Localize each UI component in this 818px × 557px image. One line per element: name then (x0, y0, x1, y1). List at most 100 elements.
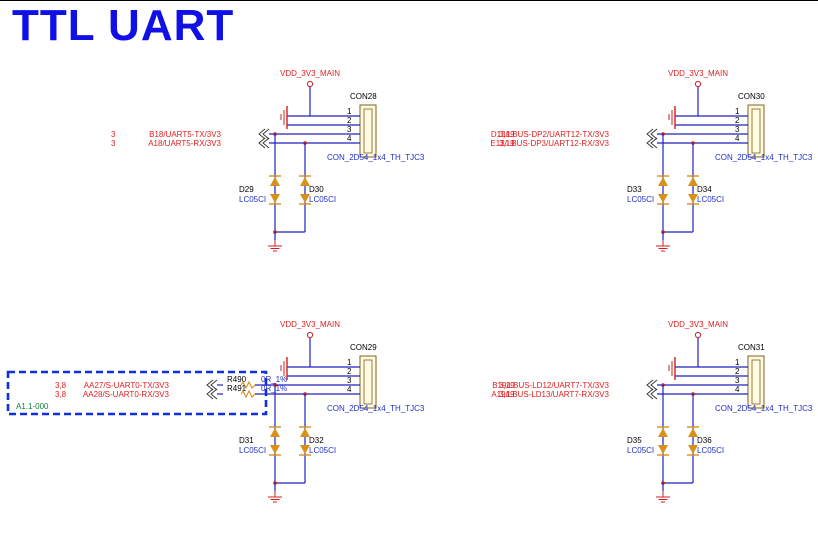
diode-triangle (658, 177, 668, 186)
connector-inner (363, 359, 373, 405)
pin-number: 4 (735, 385, 740, 394)
signal-page-ref: 3,19 (499, 390, 515, 399)
diode-ref: D29 (239, 185, 254, 194)
tvs-diode-icon (687, 175, 699, 205)
signal-net-label: A19/LBUS-LD13/UART7-RX/3V3 (491, 390, 609, 399)
offpage-arrow-icon (646, 379, 654, 391)
connector-ref: CON28 (350, 92, 377, 101)
offpage-arrow-icon (650, 137, 658, 149)
pin-number: 3 (735, 125, 740, 134)
page-title: TTL UART (12, 1, 235, 50)
diode-ref: D32 (309, 436, 324, 445)
resistor-value: 0R_1% (261, 384, 287, 393)
signal-net-label: AA28/S-UART0-RX/3V3 (83, 390, 170, 399)
diode-triangle (300, 445, 310, 454)
offpage-arrow-icon (650, 379, 658, 391)
tvs-diode-icon (269, 175, 281, 205)
connector-ref: CON31 (738, 343, 765, 352)
resistor-ref: R490 (227, 375, 247, 384)
diode-value: LC05CI (309, 195, 336, 204)
pin-number: 4 (347, 134, 352, 143)
power-net-label: VDD_3V3_MAIN (280, 69, 340, 78)
tvs-diode-icon (687, 426, 699, 456)
diode-ref: D31 (239, 436, 254, 445)
pin-number: 2 (347, 367, 352, 376)
connector-ref: CON29 (350, 343, 377, 352)
diode-ref: D30 (309, 185, 324, 194)
signal-net-label: D13/LBUS-DP2/UART12-TX/3V3 (491, 130, 610, 139)
offpage-arrow-icon (650, 388, 658, 400)
signal-net-label: B19/LBUS-LD12/UART7-TX/3V3 (492, 381, 609, 390)
connector-inner (751, 108, 761, 154)
diode-value: LC05CI (627, 446, 654, 455)
signal-page-ref: 3 (111, 139, 116, 148)
connector-inner (751, 359, 761, 405)
pin-number: 1 (347, 107, 352, 116)
signal-net-label: A18/UART5-RX/3V3 (148, 139, 221, 148)
resistor-icon (240, 380, 256, 390)
signal-net-label: E13/LBUS-DP3/UART12-RX/3V3 (490, 139, 609, 148)
diode-triangle (658, 428, 668, 437)
power-net-label: VDD_3V3_MAIN (668, 69, 728, 78)
power-symbol-icon (694, 80, 702, 88)
power-net-label: VDD_3V3_MAIN (668, 320, 728, 329)
tvs-diode-icon (269, 426, 281, 456)
diode-triangle (688, 177, 698, 186)
offpage-arrow-icon (210, 388, 218, 400)
connector-footprint: CON_2D54_1x4_TH_TJC3 (715, 404, 813, 413)
resistor-icon (240, 389, 256, 399)
pin-number: 1 (735, 358, 740, 367)
connector-inner (363, 108, 373, 154)
diode-value: LC05CI (309, 446, 336, 455)
pin-number: 3 (347, 376, 352, 385)
signal-net-label: AA27/S-UART0-TX/3V3 (84, 381, 170, 390)
connector-footprint: CON_2D54_1x4_TH_TJC3 (715, 153, 813, 162)
diode-ref: D33 (627, 185, 642, 194)
offpage-arrow-icon (210, 379, 218, 391)
diode-triangle (270, 445, 280, 454)
diode-triangle (270, 177, 280, 186)
offpage-arrow-icon (206, 379, 214, 391)
power-symbol-icon (306, 80, 314, 88)
diode-ref: D34 (697, 185, 712, 194)
pin-number: 2 (735, 367, 740, 376)
pin-number: 2 (347, 116, 352, 125)
diode-triangle (658, 445, 668, 454)
diode-value: LC05CI (697, 195, 724, 204)
pin-number: 3 (735, 376, 740, 385)
signal-net-label: B18/UART5-TX/3V3 (149, 130, 221, 139)
signal-page-ref: 3,19 (499, 139, 515, 148)
diode-ref: D35 (627, 436, 642, 445)
diode-triangle (300, 428, 310, 437)
tvs-diode-icon (657, 175, 669, 205)
offpage-arrow-icon (206, 388, 214, 400)
connector-body (747, 104, 765, 158)
connector-ref: CON30 (738, 92, 765, 101)
diode-triangle (658, 194, 668, 203)
diode-triangle (688, 428, 698, 437)
diode-triangle (270, 428, 280, 437)
diode-triangle (300, 194, 310, 203)
resistor-value: 0R_1% (261, 375, 287, 384)
top-border-line (0, 0, 818, 1)
signal-page-ref: 3,8 (55, 381, 67, 390)
tvs-diode-icon (299, 175, 311, 205)
resistor-ref: R491 (227, 384, 247, 393)
pin-number: 4 (347, 385, 352, 394)
diode-triangle (270, 194, 280, 203)
tvs-diode-icon (299, 426, 311, 456)
diode-triangle (300, 177, 310, 186)
signal-page-ref: 3,8 (55, 390, 67, 399)
diode-ref: D36 (697, 436, 712, 445)
diode-value: LC05CI (697, 446, 724, 455)
revision-annotation: A1.1-000 (16, 402, 49, 411)
offpage-arrow-icon (646, 388, 654, 400)
diode-value: LC05CI (627, 195, 654, 204)
diode-triangle (688, 194, 698, 203)
pin-number: 1 (347, 358, 352, 367)
offpage-arrow-icon (646, 128, 654, 140)
offpage-arrow-icon (262, 128, 270, 140)
connector-body (359, 104, 377, 158)
